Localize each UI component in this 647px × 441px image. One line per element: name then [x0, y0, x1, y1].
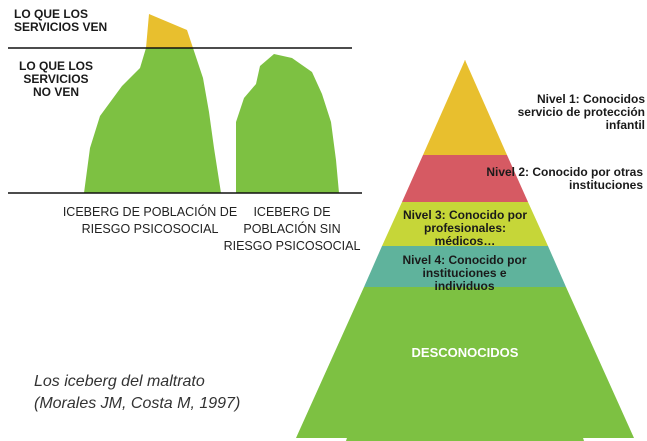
pyramid-band-5: [296, 287, 634, 438]
citation: Los iceberg del maltrato (Morales JM, Co…: [34, 373, 241, 412]
label-hidden: LO QUE LOS SERVICIOS NO VEN: [18, 59, 93, 99]
pyramid-label-5: DESCONOCIDOS: [411, 345, 519, 360]
pyramid-band-1: [423, 60, 507, 155]
caption-iceberg-risk: ICEBERG DE POBLACIÓN DE RIESGO PSICOSOCI…: [62, 205, 238, 236]
iceberg-risk-tip: [146, 14, 193, 48]
pyramid-label-2: Nivel 2: Conocido por otras institucione…: [486, 165, 643, 192]
caption-iceberg-norisk: ICEBERG DE POBLACIÓN SIN RIESGO PSICOSOC…: [223, 205, 361, 253]
pyramid-band-4: [364, 246, 566, 287]
iceberg-risk-body: [84, 48, 221, 193]
pyramid-band-2: [402, 155, 528, 202]
pyramid-band-3: [382, 202, 548, 246]
pyramid-label-1: Nivel 1: Conocidos servicio de protecció…: [517, 92, 645, 132]
pyramid-label-3: Nivel 3: Conocido por profesionales: méd…: [402, 208, 527, 248]
pyramid-label-4: Nivel 4: Conocido por instituciones e in…: [402, 253, 527, 293]
iceberg-norisk-body: [236, 54, 339, 193]
label-visible: LO QUE LOS SERVICIOS VEN: [14, 7, 108, 34]
